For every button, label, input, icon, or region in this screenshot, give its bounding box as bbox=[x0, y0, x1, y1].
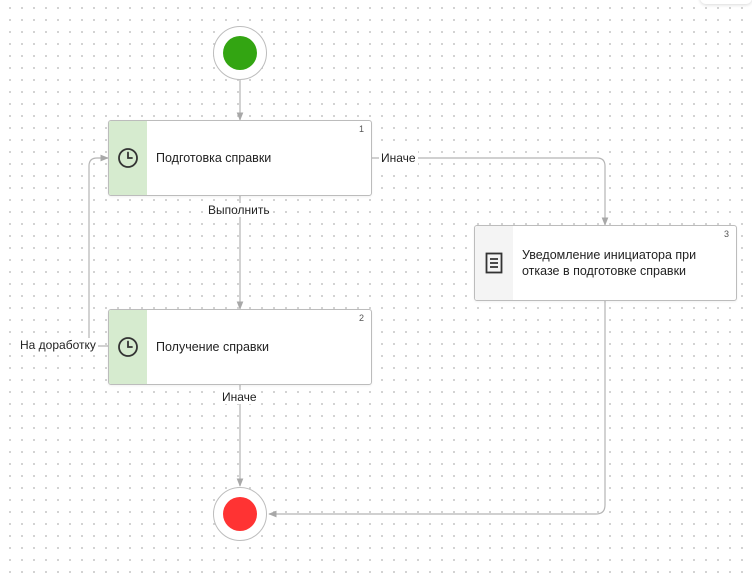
task-node-2-stripe bbox=[109, 310, 147, 384]
task-node-1-number: 1 bbox=[358, 124, 364, 134]
task-node-2[interactable]: Получение справки 2 bbox=[108, 309, 372, 385]
start-event[interactable] bbox=[213, 26, 267, 80]
start-event-dot bbox=[223, 36, 257, 70]
edge-label-execute[interactable]: Выполнить bbox=[206, 203, 272, 217]
edge-task1-to-task3 bbox=[371, 157, 609, 226]
task-node-3-stripe bbox=[475, 226, 513, 300]
edge-label-otherwise-2[interactable]: Иначе bbox=[220, 390, 259, 404]
edge-task2-to-task1 bbox=[88, 154, 109, 347]
task-node-3-label: Уведомление инициатора при отказе в подг… bbox=[522, 248, 697, 278]
task-node-3[interactable]: Уведомление инициатора при отказе в подг… bbox=[474, 225, 737, 301]
edge-label-rework[interactable]: На доработку bbox=[18, 338, 98, 352]
task-node-1-label: Подготовка справки bbox=[156, 151, 272, 165]
clock-icon bbox=[118, 148, 138, 168]
end-event[interactable] bbox=[213, 487, 267, 541]
panel-corner-tab[interactable] bbox=[700, 0, 752, 4]
clock-icon bbox=[118, 337, 138, 357]
task-node-1-stripe bbox=[109, 121, 147, 195]
document-icon bbox=[485, 252, 503, 274]
task-node-1[interactable]: Подготовка справки 1 bbox=[108, 120, 372, 196]
task-node-2-number: 2 bbox=[358, 313, 364, 323]
end-event-dot bbox=[223, 497, 257, 531]
task-node-2-label: Получение справки bbox=[156, 340, 269, 354]
task-node-3-number: 3 bbox=[723, 229, 729, 239]
edge-task3-to-end bbox=[268, 300, 606, 518]
edge-label-otherwise-1[interactable]: Иначе bbox=[379, 151, 418, 165]
